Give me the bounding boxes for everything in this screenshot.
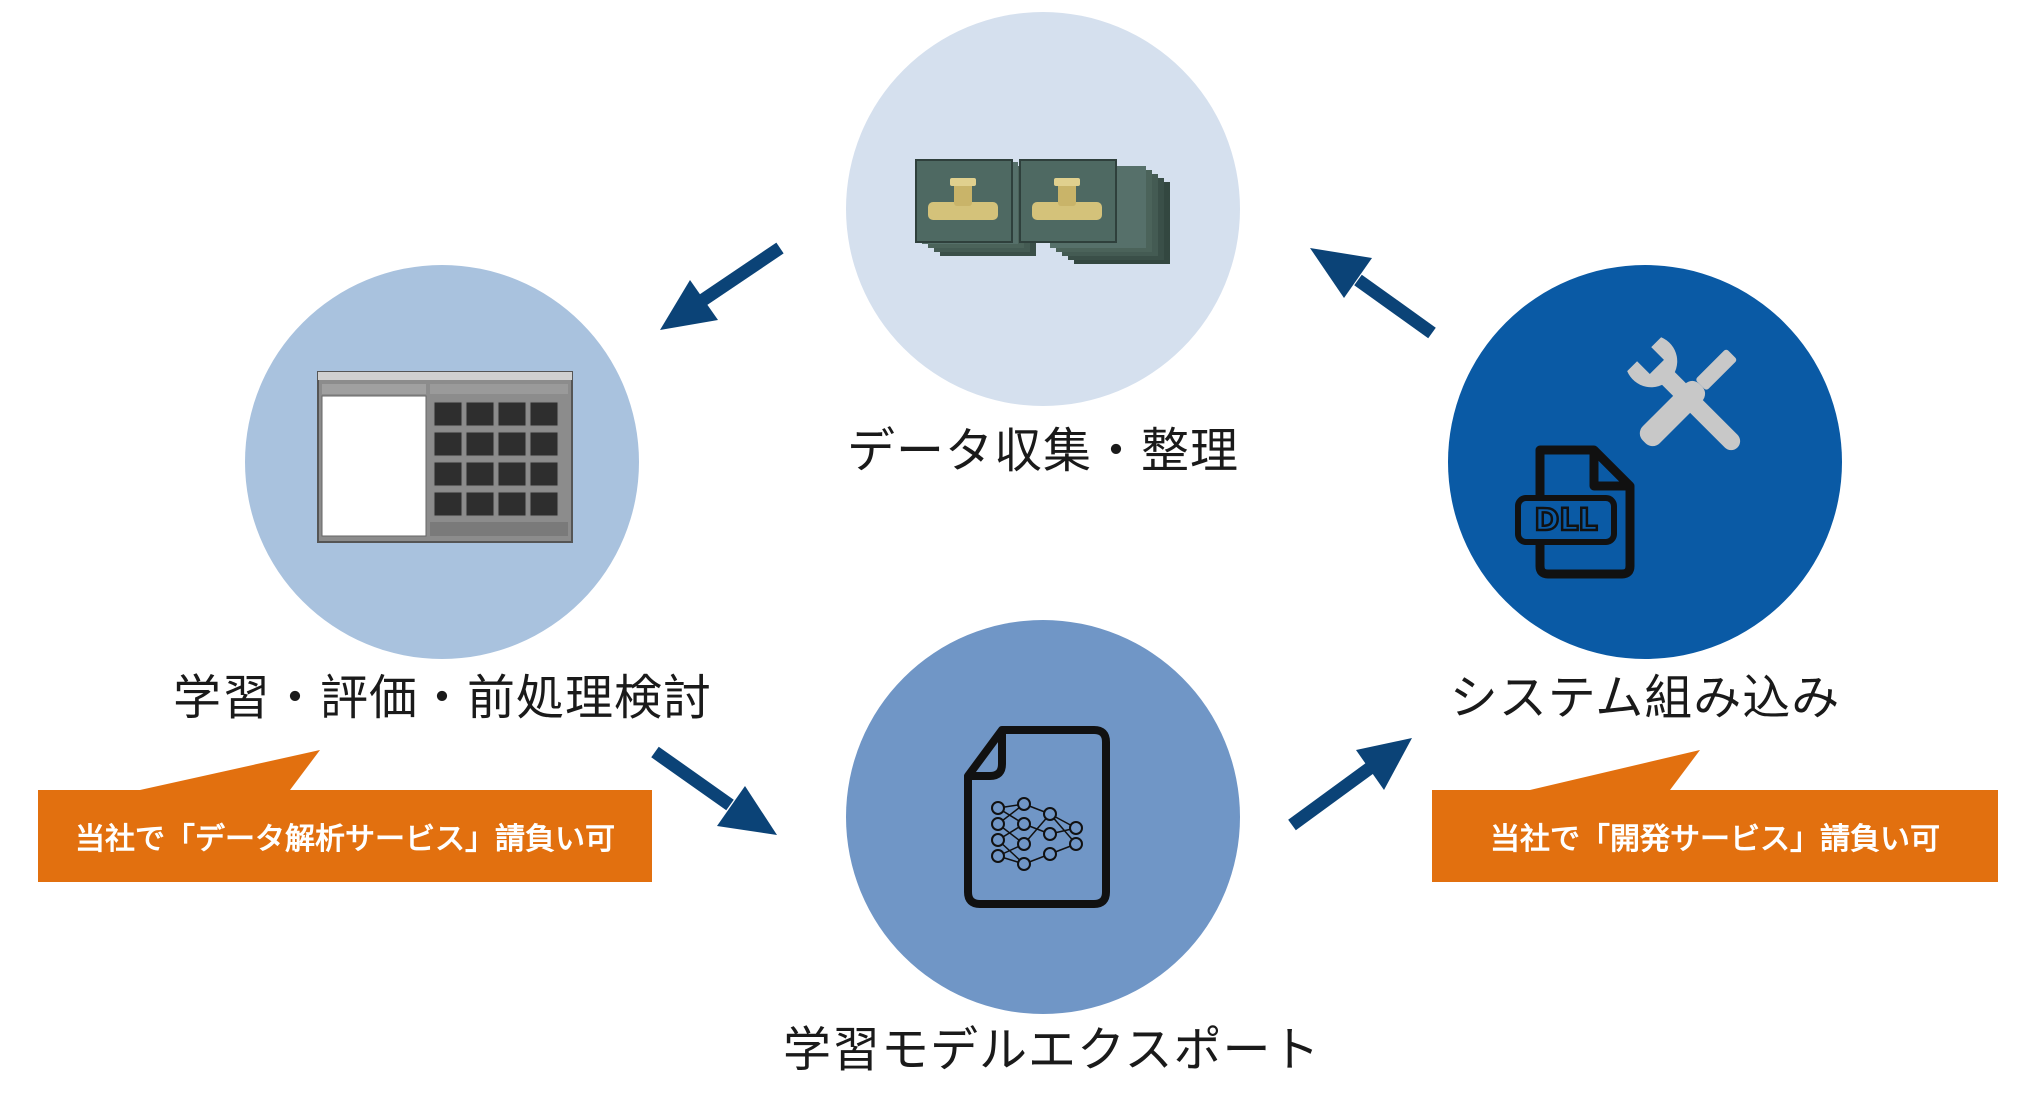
neural-network-file-icon: [964, 726, 1110, 908]
integrate-label: システム組み込み: [1449, 670, 1841, 726]
arrow-train-to-export: [651, 746, 777, 835]
callout-development: 当社で「開発サービス」請負い可: [1432, 790, 1998, 882]
arrow-export-to-integrate: [1288, 738, 1412, 831]
export-label: 学習モデルエクスポート: [783, 1022, 1321, 1078]
export-circle: [846, 620, 1240, 1014]
brass-fitting-photos-icon: [915, 159, 1170, 264]
arrow-collect-to-train: [660, 242, 784, 330]
dll-tools-icon: DLL: [1515, 337, 1741, 579]
callout-analysis-pointer: [140, 750, 320, 790]
training-app-screenshot-icon: [317, 371, 573, 543]
callout-analysis: 当社で「データ解析サービス」請負い可: [38, 790, 652, 882]
train-label: 学習・評価・前処理検討: [172, 670, 712, 726]
tools-icon: [1627, 337, 1741, 451]
dll-text: DLL: [1534, 503, 1597, 538]
collect-label: データ収集・整理: [846, 423, 1239, 479]
dll-file-icon: DLL: [1515, 445, 1635, 579]
integrate-circle: [1448, 265, 1842, 659]
arrow-integrate-to-collect: [1310, 248, 1436, 339]
callout-development-pointer: [1530, 750, 1700, 790]
